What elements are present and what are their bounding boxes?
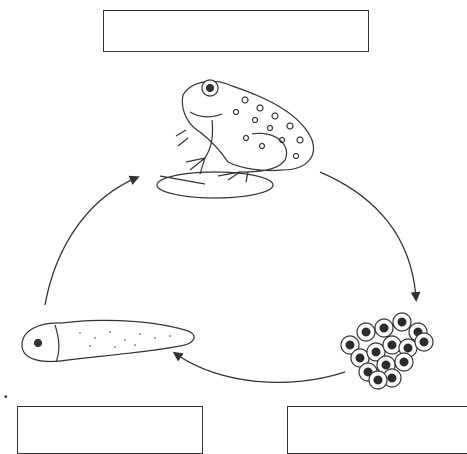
stray-mark: •	[4, 392, 8, 403]
frog-eggs-icon	[341, 313, 433, 389]
egg-yolk	[362, 328, 371, 337]
egg-yolk	[382, 361, 391, 370]
egg-yolk	[400, 358, 409, 367]
egg-yolk	[420, 338, 429, 347]
egg-yolk	[346, 341, 355, 350]
egg-yolk	[356, 354, 365, 363]
egg-yolk	[404, 344, 413, 353]
arrow-eggs-to-tadpole	[176, 354, 345, 382]
egg-yolk	[398, 318, 407, 327]
egg-yolk	[388, 374, 397, 383]
frog-icon	[157, 80, 313, 198]
arrow-tadpole-to-frog	[45, 178, 136, 305]
egg-yolk	[372, 348, 381, 357]
arrow-frog-to-eggs	[320, 172, 416, 298]
egg-yolk	[388, 341, 397, 350]
egg-yolk	[374, 376, 383, 385]
tadpole-icon	[22, 320, 194, 362]
egg-yolk	[380, 324, 389, 333]
